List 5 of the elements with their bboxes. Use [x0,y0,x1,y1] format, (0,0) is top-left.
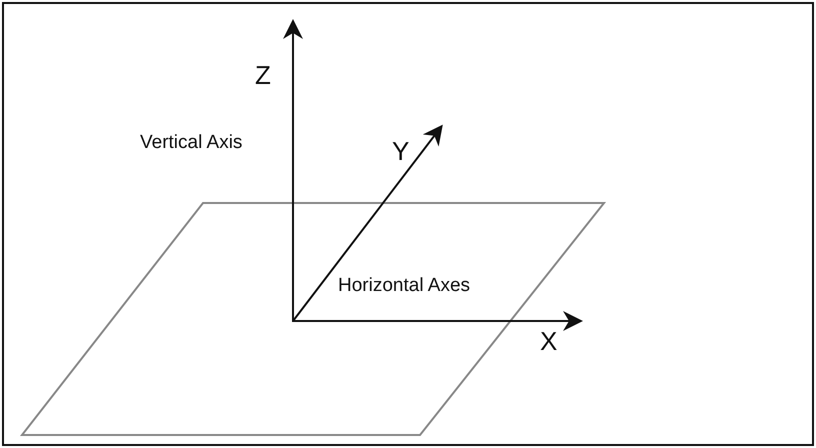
axis-letter: Y [392,138,410,164]
axis-caption: Horizontal Axes [338,276,470,295]
axis-letter: X [540,328,558,354]
axis-caption: Vertical Axis [140,133,242,152]
axis-letter: Z [255,62,271,88]
